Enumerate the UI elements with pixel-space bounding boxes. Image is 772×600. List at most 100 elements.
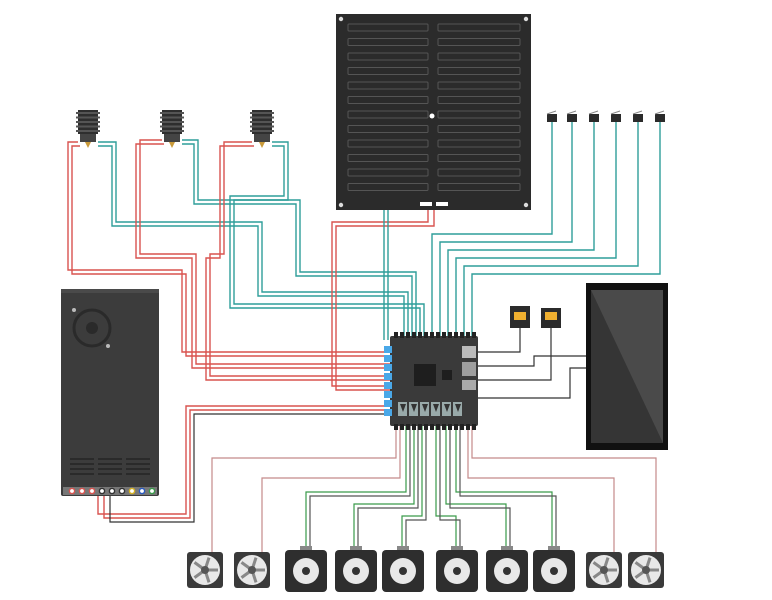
power-supply-screw: [72, 308, 76, 312]
bed-trace: [347, 52, 429, 61]
endstop-6-wire: [471, 122, 661, 340]
endstop-4: [610, 110, 621, 122]
heated-bed-screw: [523, 16, 529, 22]
vent-slot: [98, 458, 122, 460]
probe-2-wire: [478, 326, 552, 381]
bed-trace: [437, 154, 521, 162]
hotend-block: [80, 134, 96, 142]
endstop-switch: [655, 114, 665, 122]
fan-3: [586, 552, 622, 588]
endstop-4-wire: [455, 122, 617, 340]
stepper-motor-5: [486, 546, 528, 592]
heatsink-fin: [76, 121, 100, 123]
hotend-2-thermistor-wire-b: [182, 143, 413, 340]
stepper-connector: [451, 546, 463, 551]
stepper-shaft: [302, 567, 310, 575]
power-supply-top: [61, 289, 159, 293]
bed-trace: [347, 154, 429, 162]
header-pin: [448, 424, 452, 430]
controller-board-drivers: [398, 402, 462, 416]
stepper-motor-4: [436, 546, 478, 592]
stepper-2-wire: [353, 424, 415, 548]
endstop-2-wire: [439, 122, 573, 340]
controller-board-top-pins: [394, 332, 476, 338]
hotend-1-heater-wire-b: [71, 145, 392, 357]
touchscreen-display: [586, 283, 668, 450]
endstop-5-wire: [463, 122, 639, 340]
heatsink-fin: [76, 116, 100, 119]
hotend-3: [250, 110, 274, 148]
hotend-3-heater-wire: [209, 141, 392, 377]
controller-board-port: [462, 380, 476, 390]
header-pin: [436, 424, 440, 430]
controller-board-usb: [462, 346, 476, 358]
power-connector: [384, 373, 392, 380]
stepper-connector: [300, 546, 312, 551]
header-pin: [418, 332, 422, 338]
stepper-motor-1: [285, 546, 327, 592]
endstop-lever: [654, 110, 665, 115]
stepper-6-wire: [455, 424, 553, 548]
bed-trace: [347, 168, 429, 177]
heated-bed-screw: [338, 202, 344, 208]
bed-trace: [437, 81, 521, 90]
header-pin: [394, 332, 398, 338]
endstop-switch: [567, 114, 577, 122]
vent-slot: [98, 473, 122, 475]
heated-bed-traces: [347, 23, 521, 191]
controller-board-mcu: [414, 364, 436, 386]
header-pin: [424, 424, 428, 430]
stepper-shaft: [399, 567, 407, 575]
stepper-shaft: [550, 567, 558, 575]
endstop-lever: [566, 110, 577, 115]
heatsink-fin: [250, 112, 274, 114]
driver-heatsink: [433, 404, 439, 412]
header-pin: [436, 332, 440, 338]
fan-hub: [642, 566, 650, 574]
vent-slot: [126, 458, 150, 460]
power-connector: [384, 409, 392, 416]
display-wire-2: [478, 367, 588, 399]
endstop-switch: [547, 114, 557, 122]
header-pin: [466, 424, 470, 430]
endstops: [546, 110, 665, 122]
bed-trace: [347, 67, 429, 75]
header-pin: [448, 332, 452, 338]
fan-icon-hub: [86, 322, 98, 334]
stepper-3-wire: [401, 424, 423, 548]
endstop-3-wire: [447, 122, 595, 340]
terminal-screw: [128, 487, 136, 495]
stepper-2-wire-b: [357, 424, 419, 548]
bed-trace: [347, 38, 429, 46]
header-pin: [454, 332, 458, 338]
heatsink-fin: [250, 116, 274, 119]
hotend-block: [254, 134, 270, 142]
stepper-1-wire-b: [309, 424, 411, 548]
fan-1-wire: [211, 424, 397, 554]
hotend-block: [164, 134, 180, 142]
bed-trace: [347, 183, 429, 191]
heated-bed-plate: [336, 14, 531, 210]
power-supply-body: [61, 289, 159, 496]
bed-trace: [347, 110, 429, 119]
power-connector: [384, 391, 392, 398]
header-pin: [394, 424, 398, 430]
stepper-1-wire: [305, 424, 407, 548]
fan-hub: [248, 566, 256, 574]
hotend-nozzle: [85, 142, 91, 148]
hotend-1: [76, 110, 100, 148]
header-pin: [412, 332, 416, 338]
bed-trace: [347, 23, 429, 32]
fan-4-wire: [471, 424, 657, 554]
stepper-connector: [548, 546, 560, 551]
bed-trace: [347, 125, 429, 133]
header-pin: [454, 424, 458, 430]
heatsink-fin: [160, 112, 184, 114]
heated-bed-screw: [338, 16, 344, 22]
fan-4: [628, 552, 664, 588]
power-supply-terminals: [68, 487, 156, 495]
hotend-2-thermistor-wire: [182, 139, 417, 340]
fan-1: [187, 552, 223, 588]
stepper-connector: [397, 546, 409, 551]
controller-board-ethernet: [462, 362, 476, 376]
